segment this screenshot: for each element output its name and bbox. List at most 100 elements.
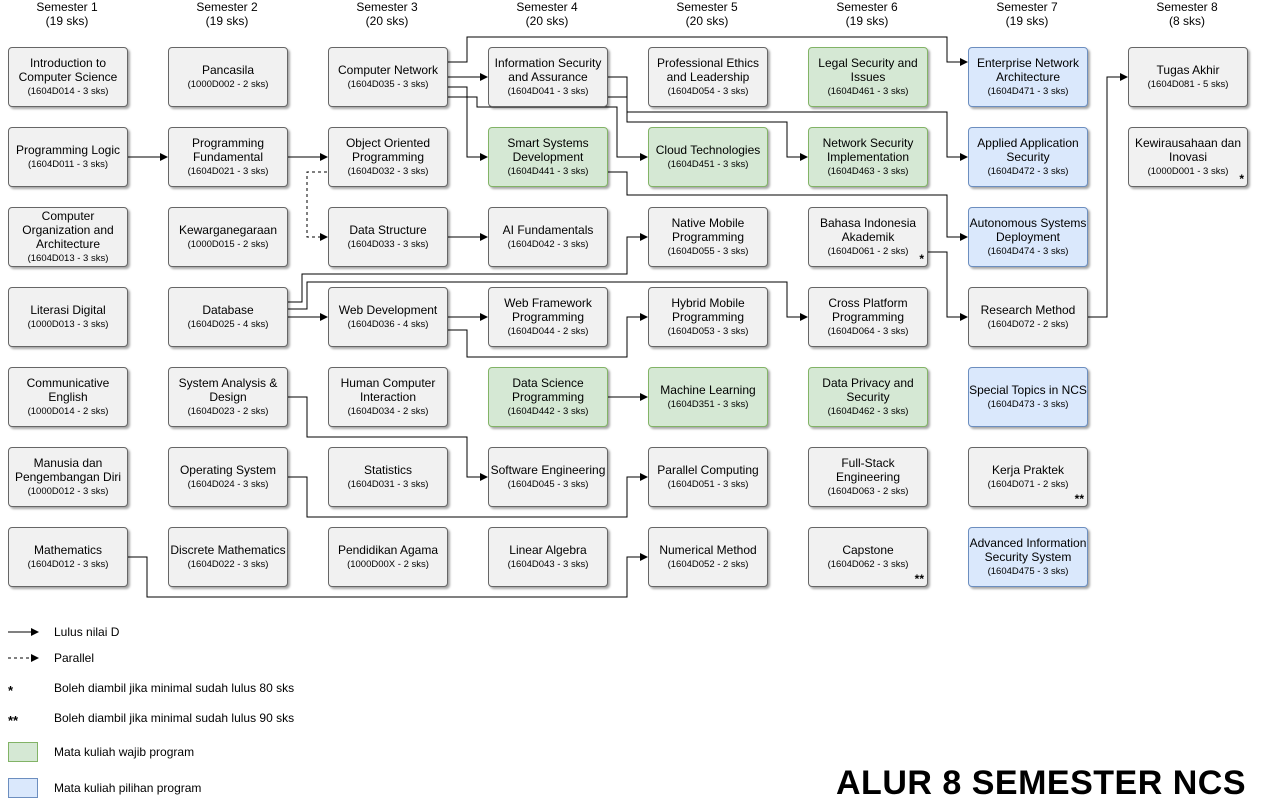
course-name: Full-Stack Engineering: [835, 456, 901, 484]
course-code: (1000D015 - 2 sks): [187, 239, 269, 250]
course-name: Data Structure: [349, 223, 427, 237]
course-box: Introduction to Computer Science (1604D01…: [8, 47, 128, 107]
semester-name: Semester 1: [36, 0, 98, 14]
course-name: Pendidikan Agama: [337, 543, 439, 557]
course-name: Programming Fundamental: [191, 136, 265, 164]
course-code: (1604D475 - 3 sks): [987, 566, 1069, 577]
semester-name: Semester 7: [996, 0, 1058, 14]
course-name: Native Mobile Programming: [671, 216, 745, 244]
course-name: Enterprise Network Architecture: [976, 56, 1080, 84]
semester-header-7: Semester 7(19 sks): [947, 0, 1107, 28]
course-name: Legal Security and Issues: [818, 56, 918, 84]
course-box: Professional Ethics and Leadership(1604D…: [648, 47, 768, 107]
arrow-database-to-crossplatform: [288, 281, 808, 321]
course-code: (1604D441 - 3 sks): [507, 166, 589, 177]
arrow-infosec-to-appsec: [608, 76, 968, 161]
legend-double-star-label: Boleh diambil jika minimal sudah lulus 9…: [54, 711, 295, 725]
course-code: (1604D025 - 4 sks): [187, 319, 269, 330]
legend-pilihan-label: Mata kuliah pilihan program: [54, 781, 202, 795]
course-code: (1604D012 - 3 sks): [27, 559, 109, 570]
course-code: (1604D071 - 2 sks): [987, 479, 1069, 490]
course-box: Smart Systems Development (1604D441 - 3 s…: [488, 127, 608, 187]
course-code: (1604D011 - 3 sks): [27, 159, 109, 170]
course-box: Kewarganegaraan (1000D015 - 2 sks): [168, 207, 288, 267]
course-name: Kewirausahaan dan Inovasi: [1134, 136, 1242, 164]
course-name: Tugas Akhir: [1156, 63, 1220, 77]
course-box: Full-Stack Engineering(1604D063 - 2 sks): [808, 447, 928, 507]
course-name: Data Privacy and Security: [822, 376, 914, 404]
course-box: Data Structure(1604D033 - 3 sks): [328, 207, 448, 267]
course-code: (1604D072 - 2 sks): [987, 319, 1069, 330]
course-box: Tugas Akhir(1604D081 - 5 sks): [1128, 47, 1248, 107]
course-box: Pancasila (1000D002 - 2 sks): [168, 47, 288, 107]
course-name: Cloud Technologies: [655, 143, 761, 157]
course-code: (1604D473 - 3 sks): [987, 399, 1069, 410]
course-code: (1000D014 - 2 sks): [27, 406, 109, 417]
semester-header-6: Semester 6(19 sks): [787, 0, 947, 28]
semester-sks: (19 sks): [845, 14, 889, 28]
course-name: Capstone: [842, 543, 894, 557]
course-box: Cross Platform Programming(1604D064 - 3 …: [808, 287, 928, 347]
course-name: Pancasila: [201, 63, 255, 77]
course-box: Machine Learning (1604D351 - 3 sks): [648, 367, 768, 427]
course-box: Mathematics (1604D012 - 3 sks): [8, 527, 128, 587]
arrow-research-to-tugasakhir: [1088, 73, 1128, 318]
semester-sks: (8 sks): [1169, 14, 1205, 28]
course-box: Data Privacy and Security (1604D462 - 3 s…: [808, 367, 928, 427]
course-code: (1604D052 - 2 sks): [667, 559, 749, 570]
semester-header-1: Semester 1(19 sks): [0, 0, 147, 28]
course-name: System Analysis & Design: [178, 376, 278, 404]
course-code: (1000D002 - 2 sks): [187, 79, 269, 90]
semester-header-2: Semester 2(19 sks): [147, 0, 307, 28]
semester-name: Semester 2: [196, 0, 258, 14]
course-code: (1604D045 - 3 sks): [507, 479, 589, 490]
course-code: (1000D00X - 2 sks): [347, 559, 429, 570]
course-name: Mathematics: [33, 543, 103, 557]
course-code: (1604D462 - 3 sks): [827, 406, 909, 417]
course-box: Programming Fundamental(1604D021 - 3 sks…: [168, 127, 288, 187]
course-box: Pendidikan Agama (1000D00X - 2 sks): [328, 527, 448, 587]
course-name: Kewarganegaraan: [178, 223, 278, 237]
course-name: Parallel Computing: [657, 463, 759, 477]
course-name: Bahasa Indonesia Akademik: [819, 216, 917, 244]
course-box: Linear Algebra(1604D043 - 3 sks): [488, 527, 608, 587]
course-box: Kewirausahaan dan Inovasi(1000D001 - 3 s…: [1128, 127, 1248, 187]
arrow-sysanalysis-to-softeng: [288, 396, 488, 481]
course-code: (1604D043 - 3 sks): [507, 559, 589, 570]
course-name: Web Framework Programming: [504, 296, 592, 324]
course-name: Autonomous Systems Deployment: [969, 216, 1087, 244]
semester-header-8: Semester 8(8 sks): [1107, 0, 1267, 28]
arrow-network-to-enterprise: [448, 36, 968, 66]
course-box: Object Oriented Programming (1604D032 - 3…: [328, 127, 448, 187]
course-code: (1604D041 - 3 sks): [507, 86, 589, 97]
course-code: (1604D024 - 3 sks): [187, 479, 269, 490]
legend-solid-arrow-label: Lulus nilai D: [54, 625, 120, 639]
course-box: Parallel Computing(1604D051 - 3 sks): [648, 447, 768, 507]
course-name: Machine Learning: [660, 383, 756, 397]
course-name: Object Oriented Programming: [345, 136, 431, 164]
course-box: Legal Security and Issues(1604D461 - 3 s…: [808, 47, 928, 107]
course-name: Smart Systems Development: [507, 136, 589, 164]
semester-name: Semester 5: [676, 0, 738, 14]
course-name: Manusia dan Pengembangan Diri: [14, 456, 122, 484]
course-name: Professional Ethics and Leadership: [656, 56, 760, 84]
course-box: Web Framework Programming(1604D044 - 2 s…: [488, 287, 608, 347]
course-name: Introduction to Computer Science: [18, 56, 118, 84]
course-box: Data Science Programming(1604D442 - 3 sk…: [488, 367, 608, 427]
semester-header-3: Semester 3(20 sks): [307, 0, 467, 28]
semester-sks: (19 sks): [205, 14, 249, 28]
course-box: Native Mobile Programming(1604D055 - 3 s…: [648, 207, 768, 267]
course-box: Manusia dan Pengembangan Diri(1000D012 -…: [8, 447, 128, 507]
course-box: Communicative English(1000D014 - 2 sks): [8, 367, 128, 427]
semester-sks: (19 sks): [45, 14, 89, 28]
course-code: (1604D032 - 3 sks): [347, 166, 429, 177]
course-code: (1000D013 - 3 sks): [27, 319, 109, 330]
course-code: (1604D035 - 3 sks): [347, 79, 429, 90]
course-name: Computer Network: [337, 63, 439, 77]
course-name: Literasi Digital: [30, 303, 106, 317]
course-box: Computer Organization and Architecture(1…: [8, 207, 128, 267]
course-box: Special Topics in NCS(1604D473 - 3 sks): [968, 367, 1088, 427]
course-code: (1604D014 - 3 sks): [27, 86, 109, 97]
course-code: (1604D351 - 3 sks): [667, 399, 749, 410]
